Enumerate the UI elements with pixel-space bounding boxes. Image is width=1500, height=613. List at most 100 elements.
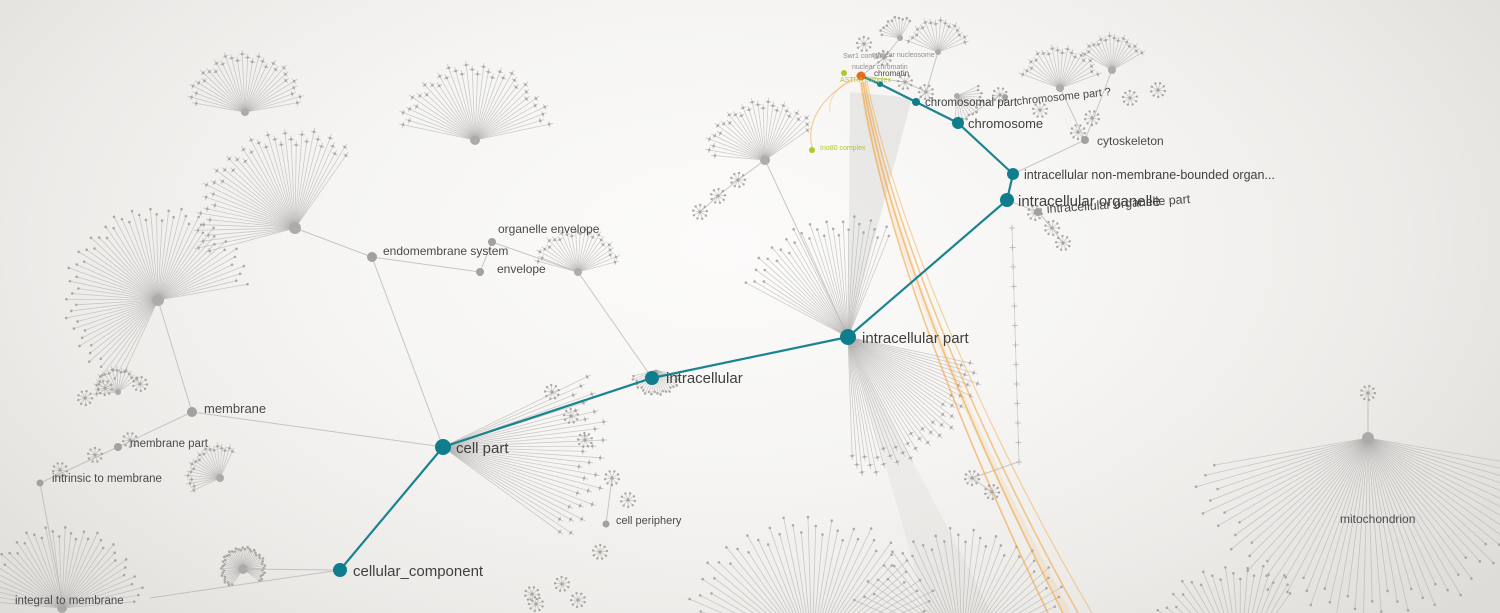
leaf-term-node[interactable] <box>130 209 134 213</box>
leaf-term-node[interactable] <box>74 537 78 541</box>
leaf-term-node[interactable] <box>725 545 728 549</box>
rosette-center[interactable] <box>1156 88 1160 92</box>
leaf-term-node[interactable] <box>235 247 238 251</box>
rosette-node[interactable] <box>1121 89 1139 106</box>
leaf-term-node[interactable] <box>1323 587 1327 590</box>
leaf-term-node[interactable] <box>948 526 952 530</box>
leaf-term-node[interactable] <box>1478 560 1482 563</box>
leaf-term-node[interactable] <box>976 88 980 92</box>
collapsed-term-rosettes[interactable] <box>51 35 1377 613</box>
leaf-term-node[interactable] <box>68 279 72 283</box>
leaf-term-node[interactable] <box>1216 487 1219 491</box>
leaf-term-node[interactable] <box>675 374 679 377</box>
leaf-term-node[interactable] <box>86 537 90 541</box>
leaf-term-node[interactable] <box>1232 571 1235 575</box>
term-node-membrane[interactable] <box>187 407 197 417</box>
leaf-term-node[interactable] <box>246 545 249 549</box>
leaf-term-node[interactable] <box>69 531 73 535</box>
leaf-term-node[interactable] <box>234 279 238 282</box>
rosette-center[interactable] <box>1050 226 1054 230</box>
leaf-term-node[interactable] <box>137 213 141 217</box>
rosette-center[interactable] <box>862 42 866 46</box>
leaf-term-node[interactable] <box>1286 590 1289 594</box>
leaf-term-node[interactable] <box>82 260 86 263</box>
leaf-term-node[interactable] <box>221 560 225 563</box>
leaf-term-node[interactable] <box>130 582 134 586</box>
rosette-node[interactable] <box>591 543 609 560</box>
rosette-node[interactable] <box>1360 384 1377 402</box>
leaf-term-node[interactable] <box>1238 520 1241 524</box>
leaf-term-node[interactable] <box>806 515 810 519</box>
rosette-node[interactable] <box>691 203 709 220</box>
leaf-term-node[interactable] <box>97 236 101 239</box>
rosette-node[interactable] <box>896 73 914 90</box>
leaf-term-node[interactable] <box>1053 605 1057 608</box>
leaf-term-node[interactable] <box>1032 559 1036 563</box>
leaf-term-node[interactable] <box>905 16 909 20</box>
leaf-term-node[interactable] <box>710 592 713 595</box>
leaf-term-node[interactable] <box>885 24 889 27</box>
leaf-term-node[interactable] <box>1216 524 1220 528</box>
leaf-term-node[interactable] <box>650 392 653 396</box>
rosette-node[interactable] <box>1149 82 1167 99</box>
leaf-term-node[interactable] <box>1032 570 1036 573</box>
leaf-term-node[interactable] <box>956 533 960 537</box>
term-node-intrinsic[interactable] <box>36 479 44 487</box>
leaf-term-node[interactable] <box>93 247 96 250</box>
leaf-term-node[interactable] <box>104 225 107 229</box>
leaf-term-node[interactable] <box>246 282 249 286</box>
rosette-node[interactable] <box>984 484 1001 501</box>
leaf-term-node[interactable] <box>923 609 926 613</box>
leaf-term-node[interactable] <box>631 378 635 381</box>
leaf-term-node[interactable] <box>763 268 767 272</box>
leaf-term-node[interactable] <box>223 248 226 252</box>
leaf-term-node[interactable] <box>831 227 835 231</box>
leaf-term-node[interactable] <box>223 578 227 581</box>
leaf-term-node[interactable] <box>1252 574 1256 577</box>
leaf-term-node[interactable] <box>1172 592 1175 596</box>
leaf-term-node[interactable] <box>242 264 246 268</box>
leaf-term-node[interactable] <box>808 222 812 226</box>
leaf-term-node[interactable] <box>869 219 873 222</box>
leaf-term-node[interactable] <box>641 389 645 392</box>
leaf-term-node[interactable] <box>249 549 253 553</box>
rosette-node[interactable] <box>77 389 94 407</box>
leaf-term-node[interactable] <box>112 543 115 546</box>
leaf-term-node[interactable] <box>736 547 739 551</box>
leaf-term-node[interactable] <box>770 246 774 249</box>
rosette-center[interactable] <box>998 93 1002 97</box>
leaf-term-node[interactable] <box>85 248 88 252</box>
term-node-astra[interactable] <box>841 70 847 76</box>
term-node-intracell[interactable] <box>645 371 659 385</box>
rosette-center[interactable] <box>534 602 538 606</box>
leaf-term-node[interactable] <box>1047 566 1051 569</box>
leaf-term-node[interactable] <box>78 344 81 348</box>
leaf-term-node[interactable] <box>1239 577 1242 581</box>
leaf-term-node[interactable] <box>220 574 224 577</box>
leaf-term-node[interactable] <box>821 533 824 536</box>
leaf-term-node[interactable] <box>753 280 756 283</box>
rosette-node[interactable] <box>1083 110 1101 127</box>
rosette-node[interactable] <box>51 462 69 479</box>
rosette-node[interactable] <box>875 49 892 67</box>
leaf-term-node[interactable] <box>841 538 845 542</box>
leaf-term-node[interactable] <box>999 544 1003 547</box>
leaf-term-node[interactable] <box>822 234 826 238</box>
leaf-term-node[interactable] <box>1246 569 1250 572</box>
leaf-term-node[interactable] <box>227 553 231 557</box>
leaf-term-node[interactable] <box>915 589 919 593</box>
leaf-term-node[interactable] <box>744 281 748 284</box>
leaf-term-node[interactable] <box>901 552 905 555</box>
leaf-term-node[interactable] <box>237 548 240 551</box>
leaf-term-node[interactable] <box>65 297 68 301</box>
leaf-term-node[interactable] <box>223 575 227 579</box>
leaf-term-node[interactable] <box>83 329 87 332</box>
leaf-term-node[interactable] <box>808 237 811 240</box>
leaf-term-node[interactable] <box>847 228 850 231</box>
leaf-term-node[interactable] <box>144 218 148 222</box>
leaf-term-node[interactable] <box>1201 570 1205 574</box>
rosette-center[interactable] <box>1090 116 1094 120</box>
leaf-term-node[interactable] <box>225 554 228 557</box>
leaf-term-node[interactable] <box>890 553 893 556</box>
leaf-term-node[interactable] <box>893 15 897 19</box>
